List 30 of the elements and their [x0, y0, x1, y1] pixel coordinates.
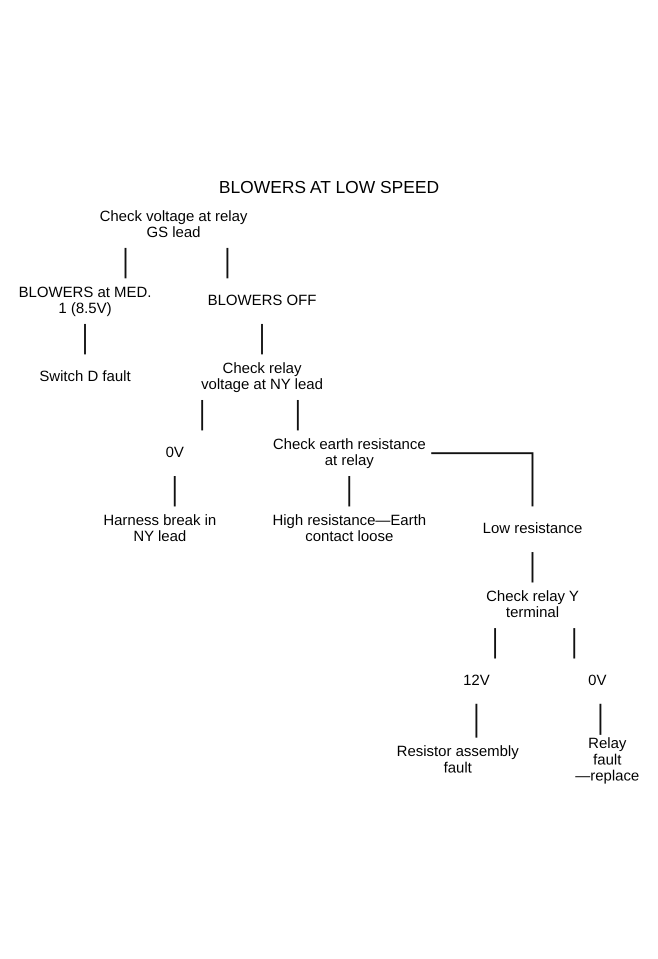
node-text: Switch D fault [39, 368, 131, 385]
node-text: High resistance—Earth contact loose [272, 512, 426, 545]
node-text: Resistor assembly fault [396, 742, 519, 776]
node-text: Relay fault —replace [575, 734, 640, 784]
connector [226, 247, 228, 278]
node-text: Harness break in NY lead [103, 512, 216, 545]
node-text: Check relay voltage at NY lead [201, 359, 323, 393]
connector [348, 476, 350, 506]
node-text: BLOWERS at MED. 1 (8.5V) [18, 283, 152, 317]
connector [573, 628, 576, 658]
connector [124, 247, 126, 278]
connector [475, 703, 478, 738]
node-text: Low resistance [482, 520, 582, 537]
node-text: Check voltage at relay GS lead [100, 207, 248, 241]
node-text: Check relay Y terminal [486, 588, 579, 621]
connector [261, 323, 263, 354]
connector [201, 399, 204, 430]
connector [532, 552, 534, 582]
connector [174, 476, 176, 506]
connector [431, 452, 534, 506]
connector [600, 703, 602, 734]
node-text: 12V [463, 672, 490, 689]
node-text: Check earth resistance at relay [272, 435, 426, 469]
node-text: BLOWERS OFF [208, 291, 316, 308]
connector [84, 323, 86, 354]
node-text: 0V [588, 672, 606, 689]
diagram-title: BLOWERS AT LOW SPEED [218, 176, 440, 196]
connector [494, 628, 496, 658]
connector [296, 399, 299, 430]
node-text: 0V [166, 444, 184, 461]
